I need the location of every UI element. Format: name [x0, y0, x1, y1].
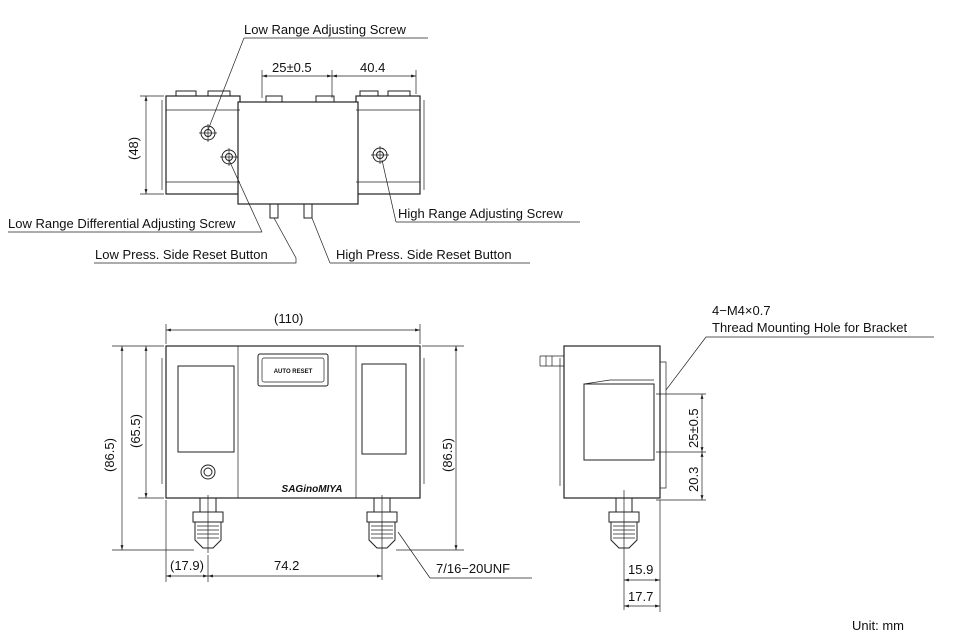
auto-reset-panel	[257, 353, 329, 387]
low-press-reset-button-icon	[269, 203, 279, 219]
front-view: AUTO RESET SAGinoMIYA (110) (86.5) (65.5…	[102, 311, 532, 582]
top-right-module	[355, 95, 421, 195]
right-window	[361, 363, 407, 455]
right-port-icon	[366, 495, 398, 580]
dim-port-offset: 15.9	[628, 562, 653, 577]
left-window	[177, 365, 235, 453]
front-screw-icon	[200, 464, 216, 480]
dim-hole-offset: 20.3	[686, 467, 701, 492]
label-hole-line2: Thread Mounting Hole for Bracket	[712, 320, 907, 335]
dim-width: (110)	[274, 311, 303, 326]
top-center-block	[237, 101, 359, 205]
label-hole-line1: 4−M4×0.7	[712, 303, 771, 318]
dim-offset: 40.4	[360, 60, 385, 75]
left-port-icon	[192, 495, 224, 553]
dim-port-offset2: 17.7	[628, 589, 653, 604]
label-low-range-screw: Low Range Adjusting Screw	[244, 22, 406, 37]
label-high-range-screw: High Range Adjusting Screw	[398, 206, 563, 221]
dim-hole-pitch: 25±0.5	[686, 408, 701, 448]
side-port-icon	[608, 490, 640, 610]
dim-body-height: (65.5)	[128, 414, 143, 448]
dim-total-height-right: (86.5)	[440, 438, 455, 472]
low-range-differential-screw-icon	[220, 148, 238, 166]
dim-reset-pitch: 25±0.5	[272, 60, 312, 75]
side-body	[563, 345, 661, 499]
high-press-reset-button-icon	[303, 203, 313, 219]
brand-logo: SAGinoMIYA	[282, 484, 343, 495]
dim-port-pitch: 74.2	[274, 558, 299, 573]
label-thread: 7/16−20UNF	[436, 561, 510, 576]
label-low-range-diff-screw: Low Range Differential Adjusting Screw	[8, 216, 236, 231]
label-low-press-reset: Low Press. Side Reset Button	[95, 247, 268, 262]
top-left-module	[165, 95, 241, 195]
front-body	[165, 345, 421, 499]
dim-depth: (48)	[126, 137, 141, 160]
side-view: 25±0.5 20.3 15.9 17.7 4−M4×0.7 Thread Mo…	[539, 303, 934, 612]
top-view: 25±0.5 40.4 (48) Low Range Adjusting Scr…	[8, 22, 580, 264]
high-range-screw-icon	[371, 146, 389, 164]
auto-reset-label: AUTO RESET	[274, 369, 313, 375]
dim-total-height-left: (86.5)	[102, 438, 117, 472]
side-window	[583, 383, 655, 461]
unit-label: Unit: mm	[852, 618, 904, 633]
dim-left-offset: (17.9)	[170, 558, 204, 573]
label-high-press-reset: High Press. Side Reset Button	[336, 247, 512, 262]
